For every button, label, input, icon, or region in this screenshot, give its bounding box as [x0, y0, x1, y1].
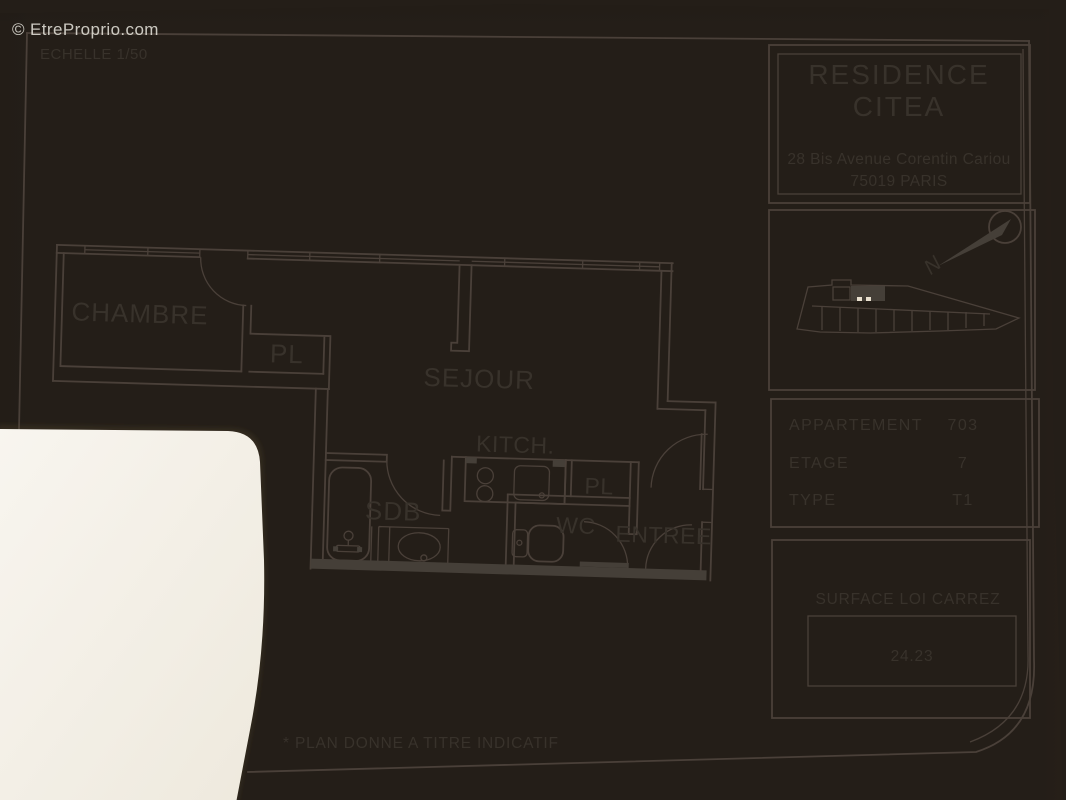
room-label-entry: ENTREE — [615, 521, 712, 550]
room-label-bathroom: SDB — [365, 495, 422, 527]
page-border — [18, 32, 1035, 773]
surface-value: 24.23 — [891, 648, 934, 665]
entry-inner-door-arc — [645, 524, 692, 569]
info-value-type: T1 — [952, 492, 973, 509]
info-box: APPARTEMENT 703 ETAGE 7 TYPE T1 — [770, 398, 1040, 528]
header-box: RESIDENCE CITEA 28 Bis Avenue Corentin C… — [768, 44, 1031, 204]
room-chambre-walls — [52, 243, 330, 390]
south-wall — [310, 558, 707, 581]
room-label-chambre: CHAMBRE — [71, 296, 209, 330]
west-wall-inner — [321, 388, 329, 561]
wc-walls — [504, 493, 629, 570]
bathroom-walls — [324, 452, 453, 564]
wall-stub — [450, 263, 473, 353]
info-value-etage: 7 — [958, 455, 968, 472]
residence-title-line2: CITEA — [853, 91, 945, 122]
surface-title: SURFACE LOI CARREZ — [816, 591, 1001, 608]
card-paper — [0, 429, 265, 800]
east-walls — [645, 262, 717, 582]
room-label-closet2: PL — [584, 473, 614, 500]
chambre-door-arc — [200, 257, 247, 307]
info-label-type: TYPE — [789, 492, 836, 509]
toilet-icon — [511, 524, 565, 563]
north-arrow-icon: N — [920, 210, 1022, 279]
watermark: © EtreProprio.com — [12, 20, 159, 39]
residence-title-line1: RESIDENCE — [808, 59, 989, 90]
closet1-walls — [249, 332, 332, 390]
bathroom-door-arc — [386, 458, 441, 517]
room-label-kitchen: KITCH. — [476, 430, 555, 458]
building-outline — [796, 279, 1021, 334]
entry-door-leaf — [699, 433, 703, 491]
washbasin-icon — [397, 532, 441, 562]
surface-box: SURFACE LOI CARREZ 24.23 — [771, 539, 1031, 719]
overlapping-card — [0, 425, 267, 800]
north-label: N — [920, 251, 947, 279]
apartment-plan: CHAMBRE PL SEJOUR KITCH. SDB WC PL ENTRE… — [52, 243, 717, 582]
west-wall-outer — [309, 387, 317, 570]
room-label-sejour: SEJOUR — [423, 362, 535, 395]
closet2-walls — [506, 459, 640, 536]
info-label-etage: ETAGE — [789, 455, 849, 472]
residence-address-line1: 28 Bis Avenue Corentin Cariou — [787, 151, 1010, 168]
cooktop-icon — [476, 467, 494, 503]
residence-address-line2: 75019 PARIS — [850, 173, 947, 190]
room-label-closet1: PL — [270, 338, 305, 369]
room-label-wc: WC — [556, 512, 596, 539]
info-value-appartement: 703 — [948, 417, 979, 434]
wc-door-leaf — [579, 561, 629, 569]
window-wall — [55, 243, 674, 273]
scale-label: ECHELLE 1/50 — [40, 46, 148, 63]
info-label-appartement: APPARTEMENT — [789, 417, 923, 434]
footnote: * PLAN DONNE A TITRE INDICATIF — [283, 735, 559, 752]
siteplan-box: N — [768, 209, 1036, 391]
entry-door-arc — [650, 433, 708, 488]
wc-door-arc — [584, 521, 629, 569]
